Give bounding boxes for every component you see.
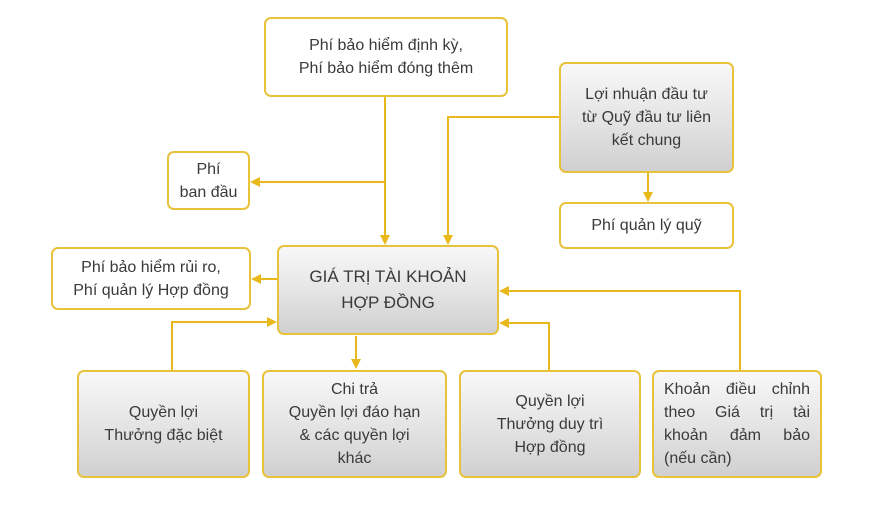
account-value-box: GIÁ TRỊ TÀI KHOẢN HỢP ĐỒNG [277,245,499,335]
special-bonus-text: Quyền lợi Thưởng đặc biệt [104,404,223,444]
guarantee-adjustment-box: Khoản điều chỉnh theo Giá trị tài khoản … [652,370,822,478]
maturity-payout-text: Chi trả Quyền lợi đáo hạn & các quyền lợ… [288,381,421,467]
special-bonus-box: Quyền lợi Thưởng đặc biệt [77,370,250,478]
initial-fee-box: Phí ban đầu [167,151,250,210]
initial-fee-text: Phí ban đầu [179,160,238,201]
risk-fee-text: Phí bảo hiểm rủi ro, Phí quản lý Hợp đồn… [73,258,229,299]
investment-profit-box: Lợi nhuận đầu tư từ Quỹ đầu tư liên kết … [559,62,734,173]
maturity-payout-box: Chi trả Quyền lợi đáo hạn & các quyền lợ… [262,370,447,478]
investment-profit-text: Lợi nhuận đầu tư từ Quỹ đầu tư liên kết … [581,86,712,149]
fund-management-fee-box: Phí quản lý quỹ [559,202,734,249]
premium-text: Phí bảo hiểm định kỳ, Phí bảo hiểm đóng … [298,37,474,77]
risk-fee-box: Phí bảo hiểm rủi ro, Phí quản lý Hợp đồn… [51,247,251,310]
arrow-maintenance-to-account [499,318,550,370]
fund-management-fee-text: Phí quản lý quỹ [591,217,702,234]
arrow-adjustment-to-account [499,286,741,370]
premium-box: Phí bảo hiểm định kỳ, Phí bảo hiểm đóng … [264,17,508,97]
account-value-text: GIÁ TRỊ TÀI KHOẢN HỢP ĐỒNG [309,267,467,312]
guarantee-adjustment-text: Khoản điều chỉnh theo Giá trị tài khoản … [664,381,810,467]
arrow-profit-to-account [443,116,559,245]
maintenance-bonus-box: Quyền lợi Thưởng duy trì Hợp đồng [459,370,641,478]
maintenance-bonus-text: Quyền lợi Thưởng duy trì Hợp đồng [496,392,604,456]
arrow-special-bonus-to-account [171,317,277,370]
